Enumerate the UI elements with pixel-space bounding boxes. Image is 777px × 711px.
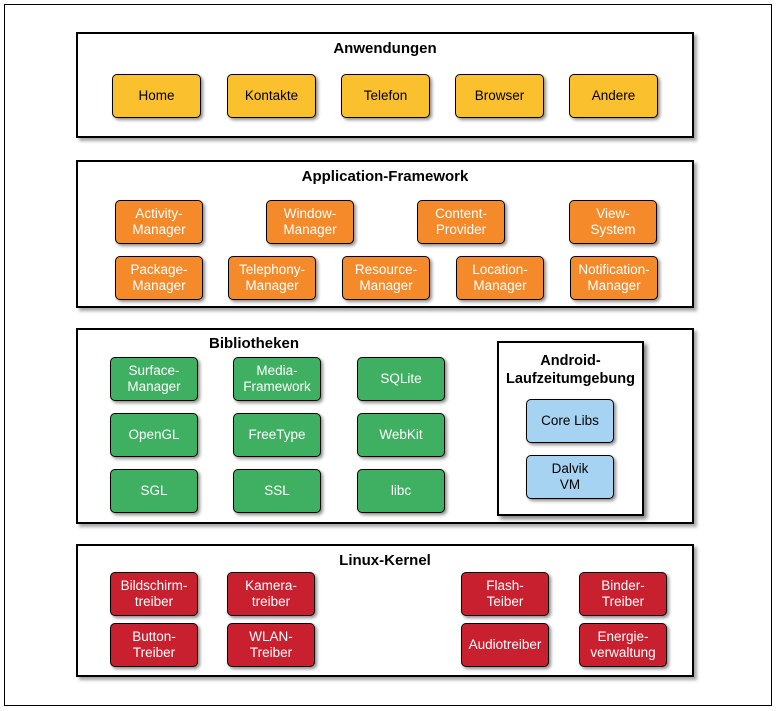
runtime-title: Android- Laufzeitumgebung (506, 353, 635, 387)
lib-media-framework: Media- Framework (233, 357, 321, 401)
applications-layer-title: Anwendungen (333, 40, 437, 57)
framework-resource-manager: Resource- Manager (342, 256, 430, 300)
lib-ssl: SSL (233, 469, 321, 513)
framework-layer-title: Application-Framework (301, 168, 469, 185)
framework-window-manager: Window- Manager (266, 200, 354, 244)
app-browser: Browser (455, 74, 544, 118)
lib-sgl: SGL (110, 469, 198, 513)
kernel-flash-treiber: Flash- Teiber (461, 572, 549, 616)
lib-libc: libc (357, 469, 445, 513)
kernel-bildschirmtreiber: Bildschirm- treiber (110, 572, 198, 616)
kernel-button-treiber: Button- Treiber (110, 623, 198, 667)
framework-content-provider: Content- Provider (417, 200, 505, 244)
app-kontakte: Kontakte (227, 74, 316, 118)
framework-view-system: View- System (569, 200, 657, 244)
framework-telephony-manager: Telephony- Manager (228, 256, 316, 300)
lib-surface-manager: Surface- Manager (110, 357, 198, 401)
app-home: Home (112, 74, 201, 118)
app-andere: Andere (569, 74, 658, 118)
runtime-dalvik-vm: Dalvik VM (526, 455, 614, 499)
app-telefon: Telefon (341, 74, 430, 118)
framework-notification-manager: Notification- Manager (570, 256, 658, 300)
kernel-wlan-treiber: WLAN- Treiber (227, 623, 315, 667)
framework-package-manager: Package- Manager (115, 256, 203, 300)
libraries-layer-title: Bibliotheken (208, 335, 299, 352)
kernel-layer-title: Linux-Kernel (339, 552, 431, 569)
lib-freetype: FreeType (233, 413, 321, 457)
kernel-audiotreiber: Audiotreiber (461, 623, 549, 667)
lib-sqlite: SQLite (357, 357, 445, 401)
kernel-energieverwaltung: Energie- verwaltung (579, 623, 667, 667)
kernel-binder-treiber: Binder- Treiber (579, 572, 667, 616)
framework-activity-manager: Activity- Manager (115, 200, 203, 244)
framework-location-manager: Location- Manager (456, 256, 544, 300)
lib-opengl: OpenGL (110, 413, 198, 457)
lib-webkit: WebKit (357, 413, 445, 457)
kernel-kameratreiber: Kamera- treiber (227, 572, 315, 616)
runtime-core-libs: Core Libs (526, 399, 614, 443)
